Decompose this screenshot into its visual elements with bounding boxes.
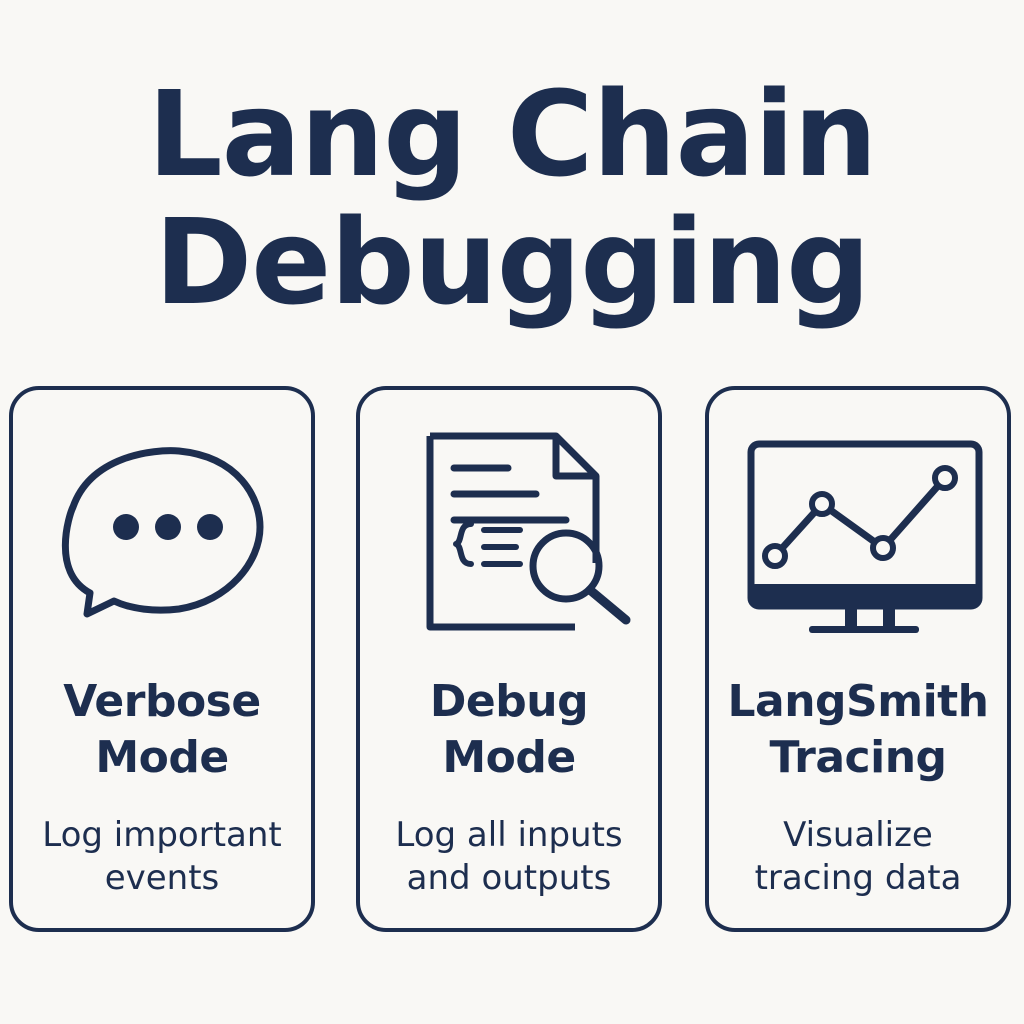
card-debug-mode: Debug Mode Log all inputs and outputs	[356, 386, 662, 932]
document-search-icon	[426, 432, 631, 631]
card-description-line-2: events	[104, 858, 220, 898]
card-title-line-2: Tracing	[769, 732, 947, 783]
card-description-line-1: Log all inputs	[395, 815, 623, 855]
card-description: Visualize tracing data	[709, 814, 1007, 900]
page-title-line-1: Lang Chain	[147, 65, 877, 203]
card-title-line-1: LangSmith	[727, 676, 989, 727]
monitor-chart-icon	[747, 440, 983, 633]
card-description-line-2: tracing data	[754, 858, 962, 898]
page-title-line-2: Debugging	[154, 193, 870, 331]
card-title-line-1: Debug	[429, 676, 589, 727]
speech-bubble-icon	[61, 447, 264, 618]
card-title-line-2: Mode	[95, 732, 229, 783]
card-title: LangSmith Tracing	[709, 674, 1007, 786]
card-verbose-mode: Verbose Mode Log important events	[9, 386, 315, 932]
card-title: Debug Mode	[360, 674, 658, 786]
card-title-line-2: Mode	[442, 732, 576, 783]
card-description-line-2: and outputs	[406, 858, 612, 898]
card-description: Log all inputs and outputs	[360, 814, 658, 900]
card-langsmith-tracing: LangSmith Tracing Visualize tracing data	[705, 386, 1011, 932]
card-description-line-1: Log important	[42, 815, 282, 855]
card-description-line-1: Visualize	[783, 815, 933, 855]
card-title: Verbose Mode	[13, 674, 311, 786]
page-title: Lang Chain Debugging	[0, 70, 1024, 326]
card-description: Log important events	[13, 814, 311, 900]
card-title-line-1: Verbose	[63, 676, 261, 727]
